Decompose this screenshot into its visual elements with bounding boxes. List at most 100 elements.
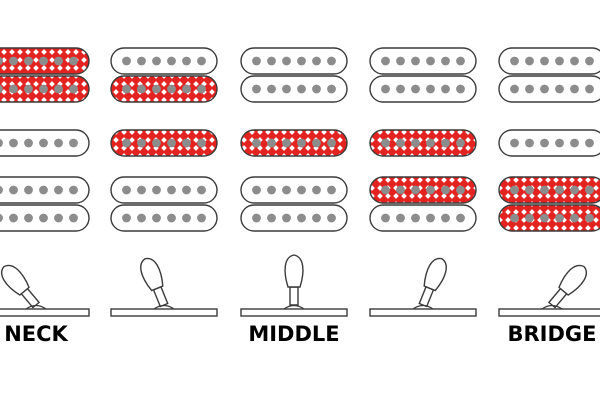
pole-piece bbox=[441, 213, 450, 223]
pole-piece bbox=[297, 185, 306, 195]
pole-piece bbox=[9, 138, 18, 148]
pole-piece bbox=[252, 138, 261, 148]
pole-piece bbox=[182, 56, 191, 66]
pole-piece bbox=[585, 213, 594, 223]
position-column-bridge bbox=[498, 47, 600, 317]
pole-piece bbox=[327, 185, 336, 195]
bridge-pickup-upper-coil bbox=[369, 176, 477, 204]
selector-switch-middle-bridge bbox=[369, 257, 477, 317]
pole-piece bbox=[441, 138, 450, 148]
coil-body bbox=[240, 204, 348, 232]
pole-piece bbox=[555, 185, 564, 195]
pole-piece bbox=[137, 185, 146, 195]
pole-piece bbox=[411, 185, 420, 195]
middle-label: MIDDLE bbox=[248, 322, 339, 346]
pole-piece bbox=[267, 84, 276, 94]
middle-pickup bbox=[498, 129, 600, 157]
selector-switch-neck-middle bbox=[110, 257, 218, 317]
bridge-pickup-upper-coil bbox=[0, 176, 90, 204]
pole-piece bbox=[570, 138, 579, 148]
pole-piece bbox=[381, 185, 390, 195]
pole-piece bbox=[282, 138, 291, 148]
pole-piece bbox=[152, 56, 161, 66]
coil-body bbox=[110, 204, 218, 232]
pole-piece bbox=[69, 56, 78, 66]
pole-piece bbox=[297, 138, 306, 148]
pole-piece bbox=[510, 138, 519, 148]
pole-piece bbox=[297, 213, 306, 223]
pole-piece bbox=[312, 56, 321, 66]
middle-pickup bbox=[110, 129, 218, 157]
pole-piece bbox=[182, 213, 191, 223]
coil-body bbox=[240, 75, 348, 103]
pole-piece bbox=[312, 138, 321, 148]
pole-piece bbox=[152, 213, 161, 223]
pole-piece bbox=[197, 213, 206, 223]
pole-piece bbox=[570, 213, 579, 223]
pole-piece bbox=[267, 56, 276, 66]
pole-piece bbox=[152, 138, 161, 148]
pole-piece bbox=[555, 56, 564, 66]
pole-piece bbox=[24, 213, 33, 223]
pole-piece bbox=[396, 213, 405, 223]
coil-body bbox=[498, 129, 600, 157]
neck-pickup-lower-coil bbox=[240, 75, 348, 103]
pole-piece bbox=[396, 185, 405, 195]
pole-piece bbox=[396, 56, 405, 66]
pole-piece bbox=[456, 213, 465, 223]
switch-tip bbox=[0, 264, 30, 296]
pole-piece bbox=[54, 213, 63, 223]
pole-piece bbox=[411, 56, 420, 66]
pole-piece bbox=[24, 138, 33, 148]
pole-piece bbox=[540, 84, 549, 94]
pole-piece bbox=[297, 56, 306, 66]
pole-piece bbox=[312, 185, 321, 195]
neck-pickup-lower-coil bbox=[369, 75, 477, 103]
pole-piece bbox=[197, 185, 206, 195]
pole-piece bbox=[167, 138, 176, 148]
pole-piece bbox=[167, 213, 176, 223]
pole-piece bbox=[525, 185, 534, 195]
switch-plate bbox=[0, 308, 90, 317]
pole-piece bbox=[585, 138, 594, 148]
pole-piece bbox=[456, 56, 465, 66]
position-column-middle-bridge bbox=[369, 47, 477, 317]
switch-lever bbox=[140, 257, 169, 308]
position-column-neck-middle bbox=[110, 47, 218, 317]
pole-piece bbox=[24, 56, 33, 66]
coil-body bbox=[110, 75, 218, 103]
pole-piece bbox=[267, 138, 276, 148]
pole-piece bbox=[555, 138, 564, 148]
pole-piece bbox=[69, 185, 78, 195]
pole-piece bbox=[456, 84, 465, 94]
pole-piece bbox=[252, 185, 261, 195]
position-column-neck bbox=[0, 47, 90, 317]
coil-body bbox=[110, 176, 218, 204]
pole-piece bbox=[282, 185, 291, 195]
pole-piece bbox=[426, 213, 435, 223]
pole-piece bbox=[456, 138, 465, 148]
pole-piece bbox=[312, 84, 321, 94]
pole-piece bbox=[555, 84, 564, 94]
pole-piece bbox=[182, 185, 191, 195]
pole-piece bbox=[585, 185, 594, 195]
coil-body bbox=[369, 176, 477, 204]
pole-piece bbox=[396, 84, 405, 94]
neck-pickup-upper-coil bbox=[240, 47, 348, 75]
bridge-pickup-lower-coil bbox=[498, 204, 600, 232]
bridge-pickup-lower-coil bbox=[110, 204, 218, 232]
pole-piece bbox=[441, 56, 450, 66]
pole-piece bbox=[396, 138, 405, 148]
pole-piece bbox=[381, 213, 390, 223]
pole-piece bbox=[197, 84, 206, 94]
coil-body bbox=[498, 176, 600, 204]
coil-body bbox=[110, 47, 218, 75]
switch-plate bbox=[369, 308, 477, 317]
bridge-label: BRIDGE bbox=[507, 322, 596, 346]
pole-piece bbox=[197, 56, 206, 66]
pole-piece bbox=[54, 84, 63, 94]
pole-piece bbox=[54, 185, 63, 195]
neck-label: NECK bbox=[4, 322, 68, 346]
pole-piece bbox=[137, 84, 146, 94]
